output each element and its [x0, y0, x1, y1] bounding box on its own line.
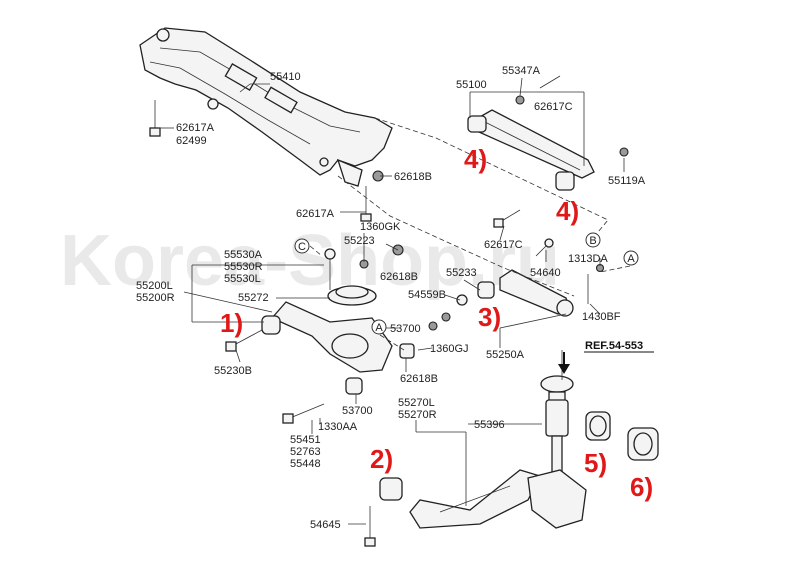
- label-55530R: 55530R: [224, 261, 263, 273]
- label-55448: 55448: [290, 458, 321, 470]
- label-55272: 55272: [238, 292, 269, 304]
- label-55230B: 55230B: [214, 365, 252, 377]
- label-53700-a: 53700: [390, 323, 421, 335]
- label-55270R: 55270R: [398, 409, 437, 421]
- label-62617C-mid: 62617C: [484, 239, 523, 251]
- bushing-5: [585, 411, 611, 441]
- bolt-54645: [364, 506, 376, 547]
- bolt-54640: [535, 238, 554, 257]
- circle-marker-a-right: A: [623, 250, 639, 266]
- label-55200R: 55200R: [136, 292, 175, 304]
- svg-text:C: C: [298, 241, 306, 253]
- svg-text:B: B: [589, 235, 596, 247]
- label-62618B-1: 62618B: [394, 171, 432, 183]
- label-55396: 55396: [474, 419, 505, 431]
- label-1330AA: 1330AA: [318, 421, 358, 433]
- callout-6: 6): [630, 472, 653, 502]
- label-53700-b: 53700: [342, 405, 373, 417]
- label-62617C-top: 62617C: [534, 101, 573, 113]
- trailing-arm: [379, 469, 541, 529]
- label-54559B: 54559B: [408, 289, 446, 301]
- callouts: 1) 2) 3) 4) 4) 5) 6): [220, 144, 653, 502]
- spring-seat: [327, 285, 377, 306]
- label-55223: 55223: [344, 235, 375, 247]
- bushing-6: [627, 427, 659, 461]
- label-62618B-2: 62618B: [380, 271, 418, 283]
- label-52763: 52763: [290, 446, 321, 458]
- callout-2: 2): [370, 444, 393, 474]
- bolt-62617C-mid: [493, 209, 521, 228]
- label-62499: 62499: [176, 135, 207, 147]
- label-62618B-3: 62618B: [400, 373, 438, 385]
- svg-text:A: A: [375, 322, 383, 334]
- label-55233: 55233: [446, 267, 477, 279]
- label-62617A-top: 62617A: [176, 122, 215, 134]
- bolt-62617C-top: [515, 75, 561, 105]
- label-55200L: 55200L: [136, 280, 173, 292]
- lower-lateral-link: [441, 269, 574, 322]
- label-54640: 54640: [530, 267, 561, 279]
- callout-3: 3): [478, 302, 501, 332]
- label-55451: 55451: [290, 434, 321, 446]
- bolt-62617A-top: [149, 100, 161, 137]
- nut-55119A: [619, 147, 629, 157]
- bolt-62617A-mid: [360, 186, 372, 222]
- label-55347A: 55347A: [502, 65, 541, 77]
- label-1360GK: 1360GK: [360, 221, 401, 233]
- subframe: [139, 27, 393, 187]
- label-1313DA: 1313DA: [568, 253, 608, 265]
- callout-1: 1): [220, 308, 243, 338]
- circle-marker-a-lower: A: [371, 319, 387, 335]
- callout-4-upper: 4): [464, 144, 487, 174]
- part-labels: 55410 62617A 62499 55100 55347A 62617C 5…: [136, 65, 646, 531]
- lower-control-arm: [261, 301, 438, 395]
- label-55270L: 55270L: [398, 397, 435, 409]
- label-55530A: 55530A: [224, 249, 263, 261]
- svg-text:A: A: [627, 253, 635, 265]
- ref-arrow: [558, 351, 654, 374]
- label-55250A: 55250A: [486, 349, 525, 361]
- label-54645: 54645: [310, 519, 341, 531]
- leader-lines: [158, 77, 625, 525]
- label-62617A-mid: 62617A: [296, 208, 335, 220]
- shock-absorber: [527, 375, 587, 529]
- reference-lines: [309, 117, 631, 351]
- upper-control-arm: [467, 109, 595, 191]
- label-55100: 55100: [456, 79, 487, 91]
- callout-5: 5): [584, 448, 607, 478]
- circle-marker-c: C: [294, 238, 310, 254]
- ref-label: REF.54-553: [585, 340, 643, 352]
- label-55530L: 55530L: [224, 273, 261, 285]
- label-55410: 55410: [270, 71, 301, 83]
- callout-4-lower: 4): [556, 196, 579, 226]
- label-55119A: 55119A: [608, 175, 646, 187]
- bolt-55230B: [225, 329, 263, 352]
- label-1430BF: 1430BF: [582, 311, 621, 323]
- bolt-1330AA: [282, 403, 325, 424]
- circle-marker-b: B: [585, 232, 601, 248]
- label-1360GJ: 1360GJ: [430, 343, 469, 355]
